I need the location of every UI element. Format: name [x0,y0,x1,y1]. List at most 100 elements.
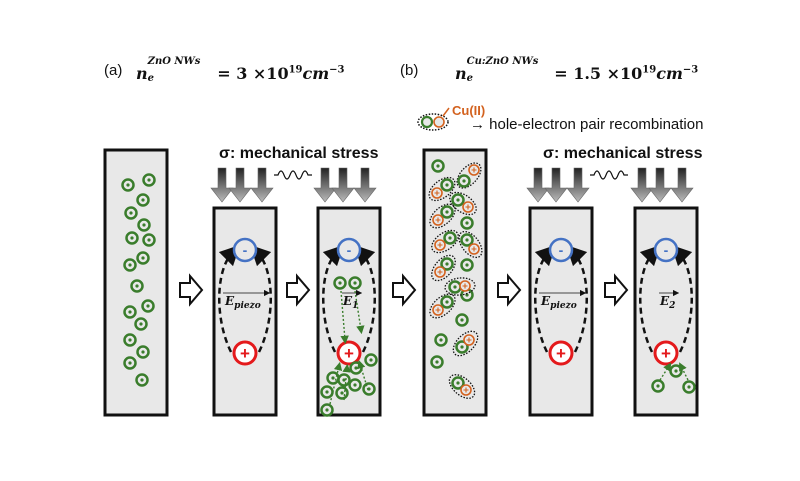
stress-arrow-icon [648,167,672,203]
plus-mark [471,167,477,173]
process-arrow-icon [497,273,522,307]
electron-core [460,345,464,349]
positive-charge-icon [232,340,258,366]
formula-superscript: ZnO NWs [147,56,201,67]
plus-sign: + [661,344,671,363]
electron-core [436,164,440,168]
process-arrow-icon [392,273,417,307]
electron-core [353,281,357,285]
stress-arrow-icon [228,167,252,203]
electron-core [135,284,139,288]
minus-sign: - [664,242,669,258]
field-line [565,244,588,353]
electron-core [342,378,346,382]
panel-a-label: (a) [104,62,123,79]
electron-core [142,223,146,227]
electron-core [456,381,460,385]
recombination-pair-outline [448,374,476,399]
electron-core [439,338,443,342]
electron-drift-arrow [659,362,672,381]
formula-subscript: e [466,73,474,84]
recombination-pair-outline [429,293,456,319]
electron-core [448,236,452,240]
electron-core [147,238,151,242]
field-line [639,244,662,353]
stress-arrow-icon [544,167,568,203]
negative-charge-icon [548,237,574,263]
electron-core [453,285,457,289]
plus-mark [465,204,471,210]
electron-core [687,385,691,389]
stress-label-a: σ: mechanical stress [219,145,379,162]
electron-core [141,198,145,202]
plus-mark [466,337,472,343]
electron-core [331,376,335,380]
plus-mark [435,217,441,223]
recombination-pair-outline [429,203,456,229]
field-label-sub: 2 [668,301,675,311]
electron-drift-arrow [357,359,369,391]
electron-core [465,238,469,242]
recombination-pair-outline [449,191,477,216]
electron-drift-arrow [342,363,351,401]
electron-core [674,369,678,373]
legend-pair-icon [417,107,450,131]
legend-recombination-text: → hole-electron pair recombination [470,116,704,133]
formula-exponent: 19 [288,64,303,76]
minus-sign: - [347,242,352,258]
electron-drift-arrow [679,362,689,381]
plus-mark [463,387,469,393]
electron-core [456,198,460,202]
negative-charge-icon [653,237,679,263]
electron-core [128,338,132,342]
plus-mark [437,242,443,248]
electron-core [338,281,342,285]
field-line [249,244,272,353]
wave-icon-b [590,170,628,180]
electron-core [325,390,329,394]
electron-core [146,304,150,308]
formula-value: = 3 ×10 [217,64,289,83]
formula-value: = 1.5 ×10 [554,64,643,83]
formula-unit: cm [302,64,330,83]
plus-sign: + [556,344,566,363]
stress-arrow-icon [526,167,550,203]
negative-charge-icon [336,237,362,263]
field-label-sub: piezo [234,301,261,311]
field-label-sub: 1 [352,301,358,311]
field-label-sub: piezo [550,301,577,311]
stress-arrow-icon [210,167,234,203]
formula-symbol: n [455,64,467,83]
electron-core [465,263,469,267]
plus-mark [462,283,468,289]
electron-core [128,310,132,314]
electron-core [139,322,143,326]
formula-unit: cm [656,64,683,83]
electron-core [460,318,464,322]
stress-arrow-icon [630,167,654,203]
electron-core [656,384,660,388]
process-arrow-icon [286,273,311,307]
stress-arrow-icon [331,167,355,203]
electron-core [354,366,358,370]
wave-icon-a [274,170,312,180]
electron-core [465,221,469,225]
recombination-pair-outline [431,254,456,282]
recombination-pair-outline [452,330,479,357]
minus-sign: - [559,242,564,258]
recombination-pair-outline [456,162,482,189]
field-line [322,244,345,353]
stress-arrow-icon [313,167,337,203]
formula-unit-exponent: −3 [329,64,345,76]
stress-label-b: σ: mechanical stress [543,145,703,162]
cu-dopant-label: Cu(II) [452,103,486,118]
recombination-pair-outline [431,229,459,254]
stress-arrow-icon [250,167,274,203]
plus-mark [435,307,441,313]
plus-mark [437,269,443,275]
recombination-pair-outline [458,230,483,259]
formula-superscript: Cu:ZnO NWs [466,56,539,67]
electron-core [130,236,134,240]
